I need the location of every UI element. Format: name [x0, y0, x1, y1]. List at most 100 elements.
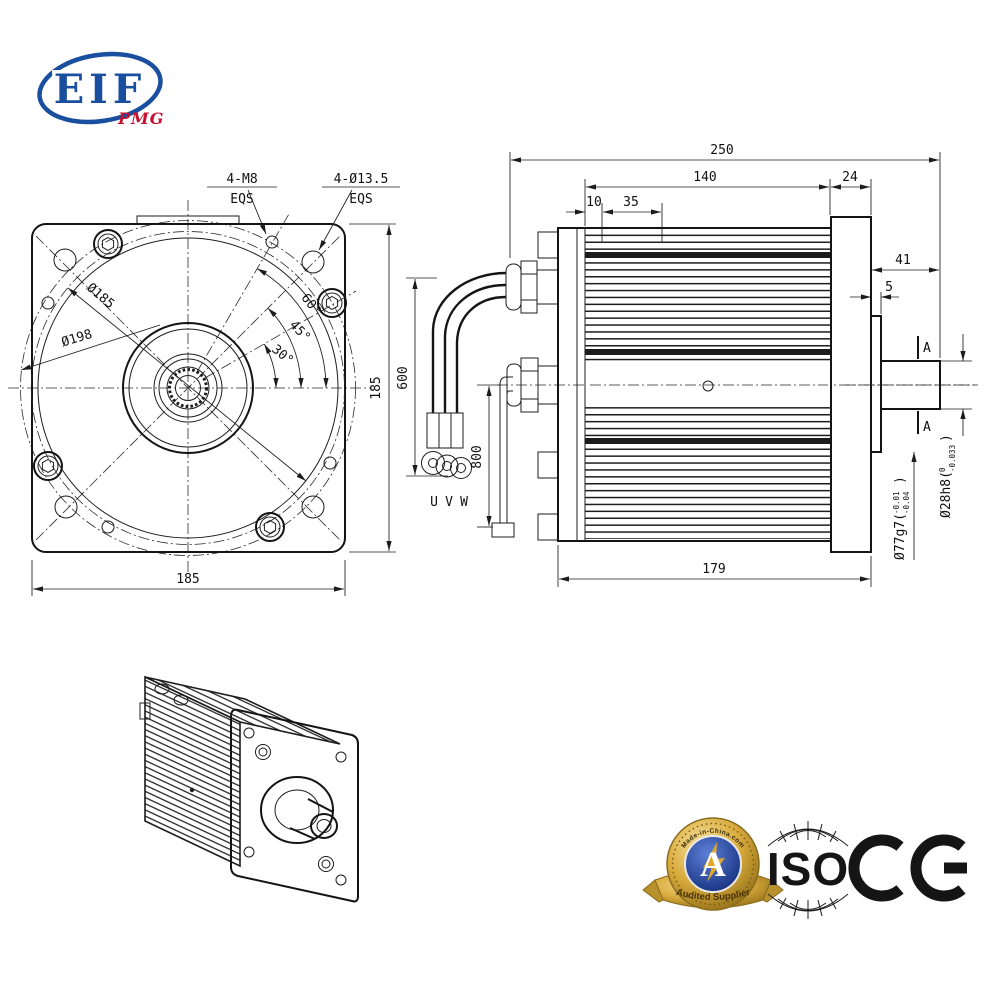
socket-bolt	[255, 512, 285, 542]
cable-length-label: 800	[470, 445, 485, 468]
dim-lead-600: 600	[396, 277, 448, 477]
section-marks: A A	[917, 336, 931, 435]
spigot-dia-close: )	[893, 476, 908, 484]
thread-label: 4-M8	[226, 172, 257, 187]
side-view: U V W A A	[396, 143, 978, 587]
shaft-extension-label: 41	[895, 253, 911, 268]
medal-lightning	[703, 842, 725, 882]
phase-u-label: U	[430, 495, 438, 510]
dim-shaft-41: 41	[872, 253, 939, 273]
front-height-label: 185	[369, 376, 384, 399]
svg-text:Audited Supplier: Audited Supplier	[675, 887, 752, 903]
ce-letter-c	[848, 834, 904, 902]
dim-overall-250: 250	[509, 143, 941, 358]
socket-bolt	[317, 288, 347, 318]
cable-gland-upper	[505, 260, 559, 314]
dia-198-label: Ø198	[60, 327, 94, 350]
spigot-dia-base: Ø77g7(	[893, 513, 908, 560]
overall-length-label: 250	[710, 143, 733, 158]
body-circle	[37, 237, 339, 539]
iso-body-side	[144, 675, 241, 868]
shaft-dia-tol-hi: 0	[938, 467, 947, 472]
spigot-depth-label: 5	[885, 280, 893, 295]
shaft-dia-base: Ø28h8(	[939, 471, 954, 518]
section-a-bottom: A	[923, 420, 931, 435]
shaft-dia-tol-lo: -0.033	[948, 445, 957, 472]
dia-185-line	[67, 287, 307, 482]
medal-letter: A	[700, 844, 726, 884]
audited-supplier-medal: A Made-in-China.com Audited Supplier	[642, 817, 784, 911]
dim-cable-800: 800	[470, 384, 500, 528]
iso-badge: ISO	[767, 821, 849, 919]
socket-bolts	[33, 229, 347, 542]
lead-length-label: 600	[396, 366, 411, 389]
spigot	[870, 315, 882, 453]
front-width-dim: 185	[31, 560, 346, 596]
iso-boss	[260, 776, 334, 844]
iso-hole	[335, 874, 347, 886]
dim-housing-179: 179	[557, 545, 872, 587]
body-length-label: 140	[693, 170, 716, 185]
brand-logo: EIF PMG	[37, 51, 164, 128]
iso-screw	[139, 702, 151, 720]
ce-letter-e-arc	[910, 834, 966, 902]
hole-label: 4-Ø13.5	[334, 172, 389, 187]
section-a-top: A	[923, 341, 931, 356]
iso-globe-top	[767, 821, 849, 847]
phase-wires: U V W	[421, 271, 507, 510]
iso-flange-face	[230, 708, 359, 903]
dia-185-label: Ø185	[83, 281, 117, 313]
offset-10-label: 10	[586, 195, 602, 210]
bolt-circle-d185	[31, 231, 345, 545]
iso-bolt	[318, 856, 334, 872]
logo-brand-text: EIF	[54, 66, 147, 113]
iso-gland	[154, 683, 170, 695]
iso-hole	[243, 846, 255, 858]
housing-length-label: 179	[702, 562, 725, 577]
sensor-cable	[491, 376, 515, 538]
top-tab	[136, 215, 240, 224]
flange-thickness-label: 24	[842, 170, 858, 185]
dim-flange-24: 24	[831, 170, 872, 215]
offset-35-label: 35	[623, 195, 639, 210]
phase-v-label: V	[445, 495, 453, 510]
front-height-dim: 185	[349, 223, 396, 553]
front-view: 30° 45° 60° Ø185 Ø198 4-M8 EQS 4-Ø13.5 E…	[8, 172, 400, 596]
iso-gland	[173, 694, 189, 706]
shaft-dia-close: )	[939, 434, 954, 442]
iso-shaft-end	[310, 813, 338, 839]
phase-w-label: W	[460, 495, 468, 510]
thread-callout: 4-M8 EQS	[207, 172, 277, 235]
spigot-dia-tol-lo: -0.04	[902, 491, 911, 514]
cert-badges: A Made-in-China.com Audited Supplier ISO	[642, 817, 967, 919]
dim-shaft-dia: Ø28h8( 0 -0.033 )	[938, 334, 972, 518]
front-flange	[830, 216, 872, 553]
dia-198-line	[20, 324, 161, 371]
hole-callout: 4-Ø13.5 EQS	[318, 172, 400, 251]
logo-sub-text: PMG	[117, 109, 164, 128]
dim-spigot-5: 5	[850, 280, 899, 314]
spigot-dia-tol-hi: -0.01	[892, 491, 901, 514]
thread-eqs-label: EQS	[230, 192, 253, 207]
drain-hole	[702, 380, 714, 392]
dim-body-140: 140	[584, 170, 831, 226]
socket-bolt	[33, 451, 63, 481]
iso-label: ISO	[767, 843, 849, 895]
iso-hole	[243, 727, 255, 739]
end-screws	[537, 231, 559, 541]
mounting-plate	[31, 223, 346, 553]
angle-dimensions: 30° 45° 60°	[256, 268, 329, 389]
iso-hole	[335, 751, 347, 763]
dim-10-35: 10 35	[566, 195, 663, 242]
logo-swoosh	[37, 51, 163, 125]
iso-globe-bottom	[767, 893, 849, 919]
medal-ribbon-text: Audited Supplier	[675, 887, 752, 903]
fin-gap-band	[585, 361, 831, 405]
front-width-label: 185	[176, 572, 199, 587]
outer-circle-d198	[20, 220, 356, 556]
iso-bolt	[255, 744, 271, 760]
dim-spigot-dia: Ø77g7( -0.01 -0.04 )	[892, 452, 917, 560]
ce-mark: CE	[848, 834, 967, 902]
